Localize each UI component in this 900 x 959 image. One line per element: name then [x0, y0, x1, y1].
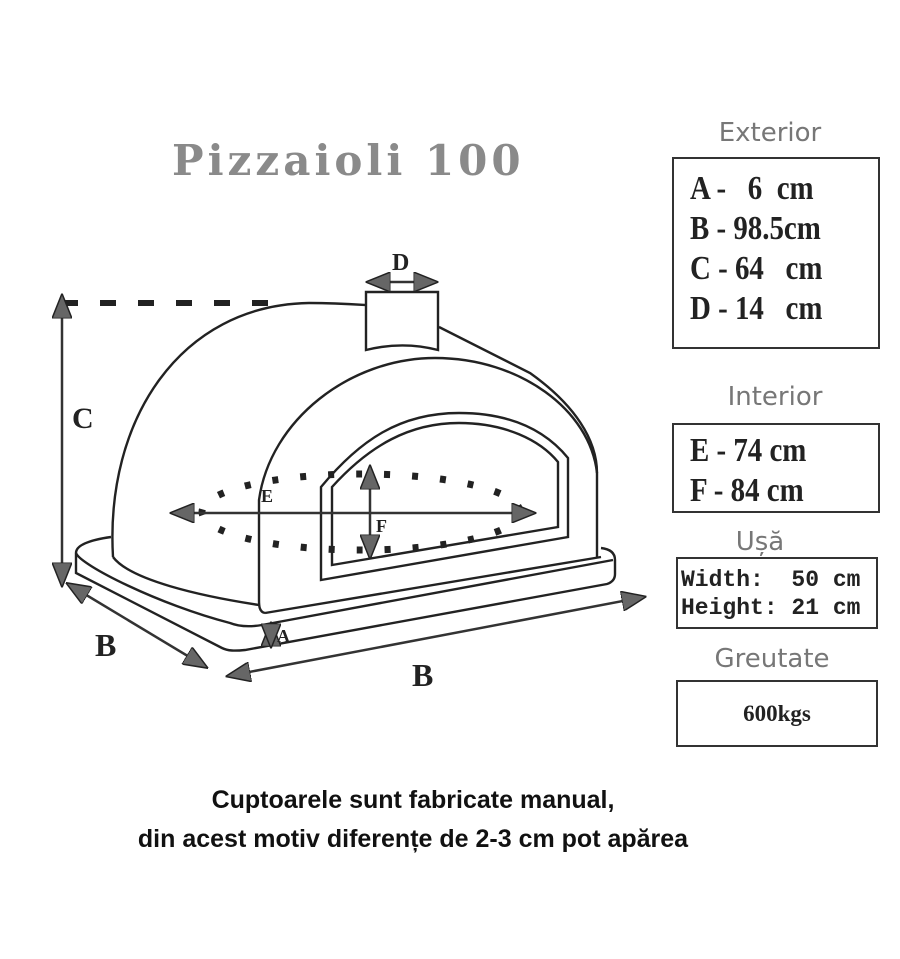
door-height: Height: 21 cm — [681, 595, 861, 621]
dimension-b-bottom-arrow — [228, 597, 644, 676]
exterior-row-c: C - 64 cm — [690, 250, 823, 287]
door-heading: Ușă — [735, 527, 785, 557]
interior-box: E - 74 cm F - 84 cm — [672, 423, 880, 513]
oven-door-inner — [330, 421, 560, 567]
dimension-b-left-arrow — [68, 584, 206, 667]
exterior-row-b: B - 98.5cm — [690, 210, 821, 247]
door-width: Width: 50 cm — [681, 567, 861, 593]
door-box: Width: 50 cm Height: 21 cm — [676, 557, 878, 629]
oven-front — [257, 356, 599, 615]
product-title: Pizzaioli 100 — [172, 136, 525, 185]
oven-base — [74, 535, 617, 652]
interior-row-e: E - 74 cm — [690, 432, 807, 469]
chimney — [364, 290, 440, 352]
exterior-box: A - 6 cm B - 98.5cm C - 64 cm D - 14 cm — [672, 157, 880, 349]
label-b-width: B — [412, 657, 433, 693]
weight-value: 600kgs — [743, 701, 811, 726]
note-line-1: Cuptoarele sunt fabricate manual, — [211, 786, 615, 814]
interior-heading: Interior — [727, 382, 823, 412]
label-e: E — [261, 486, 273, 506]
interior-row-f: F - 84 cm — [690, 472, 804, 509]
label-a: A — [277, 626, 290, 646]
label-b-depth: B — [95, 627, 116, 663]
weight-box: 600kgs — [676, 680, 878, 747]
oven-diagram: D C E F A B B — [0, 250, 660, 693]
exterior-heading: Exterior — [718, 118, 822, 148]
exterior-row-d: D - 14 cm — [690, 290, 823, 327]
label-d: D — [392, 250, 409, 276]
label-f: F — [376, 516, 387, 536]
oven-dome — [111, 301, 367, 558]
exterior-row-a: A - 6 cm — [690, 170, 814, 207]
label-c: C — [72, 402, 94, 435]
oven-door-outer — [319, 411, 570, 582]
weight-heading: Greutate — [714, 644, 830, 674]
note-line-2: din acest motiv diferențe de 2-3 cm pot … — [137, 825, 689, 853]
